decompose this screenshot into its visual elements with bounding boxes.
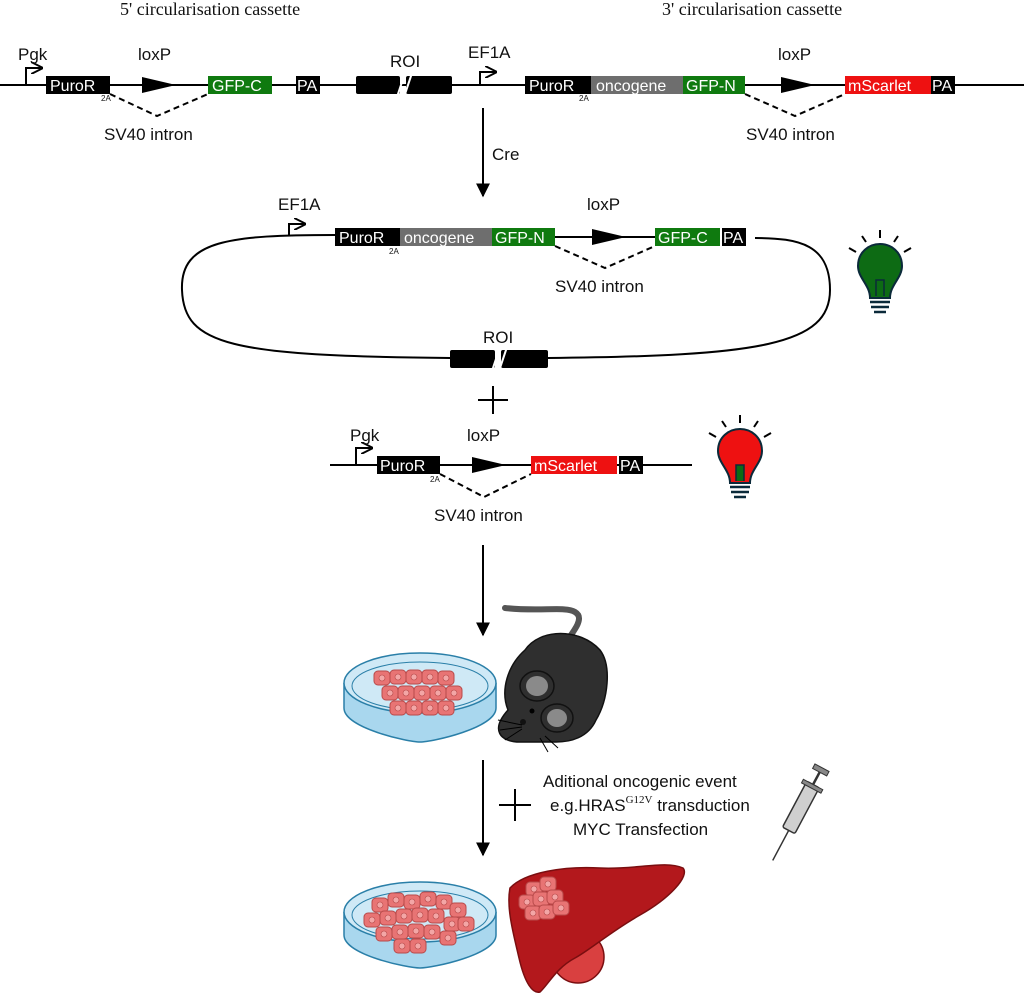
petri-dish-icon bbox=[343, 881, 497, 969]
pa-label: PA bbox=[932, 78, 952, 95]
roi-left-block bbox=[356, 76, 400, 94]
ef1a-label: EF1A bbox=[468, 43, 511, 62]
puror-box bbox=[335, 228, 400, 246]
loxp-site-icon bbox=[142, 77, 176, 93]
sv40-intron-splice bbox=[109, 93, 209, 118]
2a-label: 2A bbox=[579, 94, 589, 103]
puror-box bbox=[377, 456, 440, 474]
puror-label: PuroR bbox=[380, 458, 425, 475]
gfp-c-label: GFP-C bbox=[212, 78, 262, 95]
loxp-label: loxP bbox=[138, 45, 171, 64]
mscarlet-label: mScarlet bbox=[534, 458, 598, 475]
loxp-label: loxP bbox=[467, 426, 500, 445]
sv40-intron-label: SV40 intron bbox=[104, 125, 193, 144]
sv40-intron-label: SV40 intron bbox=[434, 506, 523, 525]
puror-box bbox=[46, 76, 110, 94]
pa-label: PA bbox=[297, 78, 317, 95]
loxp-site-icon bbox=[781, 77, 815, 93]
petri-dish-icon bbox=[343, 652, 497, 743]
sv40-intron-label: SV40 intron bbox=[555, 277, 644, 296]
pgk-label: Pgk bbox=[350, 426, 380, 445]
sv40-intron-splice bbox=[439, 473, 532, 499]
oncogene-label: oncogene bbox=[596, 78, 666, 95]
event-note-line2-sup: G12V bbox=[626, 794, 653, 806]
pa-box bbox=[619, 456, 643, 474]
plus-icon bbox=[478, 386, 508, 414]
pa-label: PA bbox=[723, 230, 743, 247]
promoter-arrow-icon bbox=[355, 448, 372, 465]
promoter-arrow-icon bbox=[288, 224, 305, 235]
pa-box bbox=[931, 76, 955, 94]
mscarlet-label: mScarlet bbox=[848, 78, 912, 95]
loxp-label: loxP bbox=[587, 195, 620, 214]
gfp-n-box bbox=[683, 76, 745, 94]
syringe-icon bbox=[772, 763, 830, 861]
gfp-c-label: GFP-C bbox=[658, 230, 708, 247]
gfp-c-box bbox=[208, 76, 272, 94]
mscarlet-box bbox=[845, 76, 931, 94]
title-3prime-cassette: 3' circularisation cassette bbox=[662, 0, 842, 19]
title-5prime-cassette: 5' circularisation cassette bbox=[120, 0, 300, 19]
event-note-line2: e.g.HRASG12V transduction bbox=[550, 794, 750, 815]
oncogene-box bbox=[400, 228, 492, 246]
roi-right-block bbox=[406, 76, 452, 94]
three-prime-cassette: EF1A PuroR oncogene GFP-N 2A loxP mScarl… bbox=[468, 43, 1024, 144]
lightbulb-icon bbox=[848, 230, 912, 314]
liver-icon bbox=[508, 864, 686, 993]
sv40-intron-splice bbox=[554, 245, 656, 270]
pa-label: PA bbox=[620, 458, 640, 475]
gfp-n-label: GFP-N bbox=[495, 230, 545, 247]
puror-label: PuroR bbox=[529, 78, 574, 95]
pgk-label: Pgk bbox=[18, 45, 48, 64]
linear-remnant-construct: Pgk PuroR 2A loxP mScarlet PA SV40 intro… bbox=[330, 426, 692, 525]
circle-backbone bbox=[180, 234, 832, 359]
2a-label: 2A bbox=[430, 475, 440, 484]
roi-label: ROI bbox=[390, 52, 420, 71]
event-note-line2-prefix: e.g.HRAS bbox=[550, 796, 626, 815]
oncogene-label: oncogene bbox=[404, 230, 474, 247]
cre-label: Cre bbox=[492, 145, 519, 164]
plus-icon bbox=[499, 789, 531, 821]
promoter-arrow-icon bbox=[25, 68, 42, 85]
roi-label: ROI bbox=[483, 328, 513, 347]
promoter-arrow-icon bbox=[479, 72, 496, 85]
puror-label: PuroR bbox=[50, 78, 95, 95]
circular-product: EF1A PuroR oncogene GFP-N 2A loxP GFP-C … bbox=[180, 195, 832, 372]
loxp-site-icon bbox=[592, 229, 626, 245]
event-note-line2-suffix: transduction bbox=[652, 796, 749, 815]
lightbulb-icon bbox=[708, 415, 772, 499]
puror-box bbox=[525, 76, 591, 94]
event-note-line3: MYC Transfection bbox=[573, 820, 708, 839]
five-prime-cassette: Pgk PuroR 2A loxP GFP-C PA SV40 intron R… bbox=[0, 45, 468, 144]
oncogene-box bbox=[591, 76, 683, 94]
sv40-intron-splice bbox=[744, 93, 846, 118]
mouse-icon bbox=[497, 605, 608, 753]
gfp-n-box bbox=[492, 228, 555, 246]
gfp-c-box bbox=[655, 228, 720, 246]
roi-left-block bbox=[450, 350, 495, 368]
ef1a-label: EF1A bbox=[278, 195, 321, 214]
2a-label: 2A bbox=[389, 247, 399, 256]
puror-label: PuroR bbox=[339, 230, 384, 247]
loxp-site-icon bbox=[472, 457, 506, 473]
mscarlet-box bbox=[531, 456, 617, 474]
sv40-intron-label: SV40 intron bbox=[746, 125, 835, 144]
event-note-line1: Aditional oncogenic event bbox=[543, 772, 737, 791]
loxp-label: loxP bbox=[778, 45, 811, 64]
gfp-n-label: GFP-N bbox=[686, 78, 736, 95]
roi-right-block bbox=[501, 350, 548, 368]
pa-box bbox=[722, 228, 746, 246]
pa-box bbox=[296, 76, 320, 94]
2a-label: 2A bbox=[101, 94, 111, 103]
